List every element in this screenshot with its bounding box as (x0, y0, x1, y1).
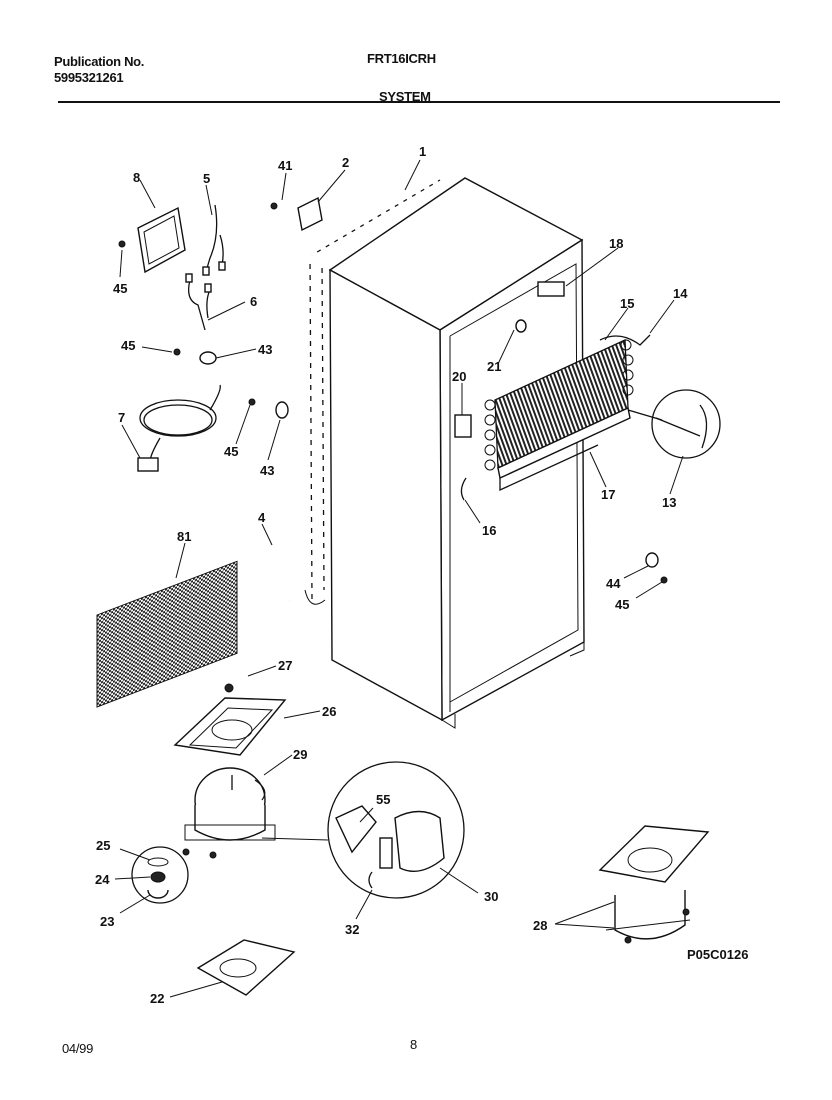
callout-5: 5 (203, 171, 210, 186)
callout-41: 41 (278, 158, 292, 173)
callout-43-b: 43 (260, 463, 274, 478)
callout-17: 17 (601, 487, 615, 502)
compressor-assembly (598, 825, 710, 944)
callout-16: 16 (482, 523, 496, 538)
callout-2: 2 (342, 155, 349, 170)
small-hardware (118, 196, 668, 693)
callout-81: 81 (177, 529, 191, 544)
drier-detail (627, 389, 721, 459)
callout-18: 18 (609, 236, 623, 251)
drawing-code: P05C0126 (687, 947, 748, 962)
callout-23: 23 (100, 914, 114, 929)
callout-13: 13 (662, 495, 676, 510)
callout-24: 24 (95, 872, 110, 887)
callout-45-a: 45 (113, 281, 127, 296)
callout-28: 28 (533, 918, 547, 933)
callout-29: 29 (293, 747, 307, 762)
callout-21: 21 (487, 359, 501, 374)
callout-labels: 1 2 41 8 5 45 6 45 43 7 45 43 4 81 18 14… (95, 144, 748, 1006)
callout-7: 7 (118, 410, 125, 425)
power-cord (137, 384, 221, 472)
footer-date: 04/99 (62, 1041, 94, 1056)
wiring-harness (185, 204, 226, 331)
callout-43-a: 43 (258, 342, 272, 357)
callout-1: 1 (419, 144, 426, 159)
header-rule (58, 101, 780, 103)
callout-22: 22 (150, 991, 164, 1006)
refrigerator-cabinet (328, 177, 585, 729)
grommet-set (131, 846, 189, 904)
callout-30: 30 (484, 889, 498, 904)
base-bracket (196, 939, 296, 996)
compressor (182, 767, 276, 859)
model-number: FRT16ICRH (367, 51, 436, 66)
callout-8: 8 (133, 170, 140, 185)
evaporator-coil (484, 334, 651, 492)
leader-lines (114, 159, 684, 998)
callout-44: 44 (606, 576, 621, 591)
callout-20: 20 (452, 369, 466, 384)
publication-label: Publication No. (54, 54, 145, 69)
callout-45-c: 45 (224, 444, 238, 459)
callout-4: 4 (258, 510, 266, 525)
callout-14: 14 (673, 286, 688, 301)
callout-45-d: 45 (615, 597, 629, 612)
relay-detail (261, 761, 465, 899)
callout-27: 27 (278, 658, 292, 673)
page-number: 8 (410, 1037, 417, 1052)
condenser-coil (304, 177, 442, 605)
callout-45-b: 45 (121, 338, 135, 353)
drain-pan (173, 697, 287, 756)
frame-part (137, 206, 186, 274)
section-title: SYSTEM (379, 89, 431, 104)
rear-grill (96, 560, 238, 708)
callout-32: 32 (345, 922, 359, 937)
callout-26: 26 (322, 704, 336, 719)
callout-25: 25 (96, 838, 110, 853)
callout-55: 55 (376, 792, 390, 807)
publication-number: 5995321261 (54, 70, 124, 85)
callout-6: 6 (250, 294, 257, 309)
callout-15: 15 (620, 296, 634, 311)
